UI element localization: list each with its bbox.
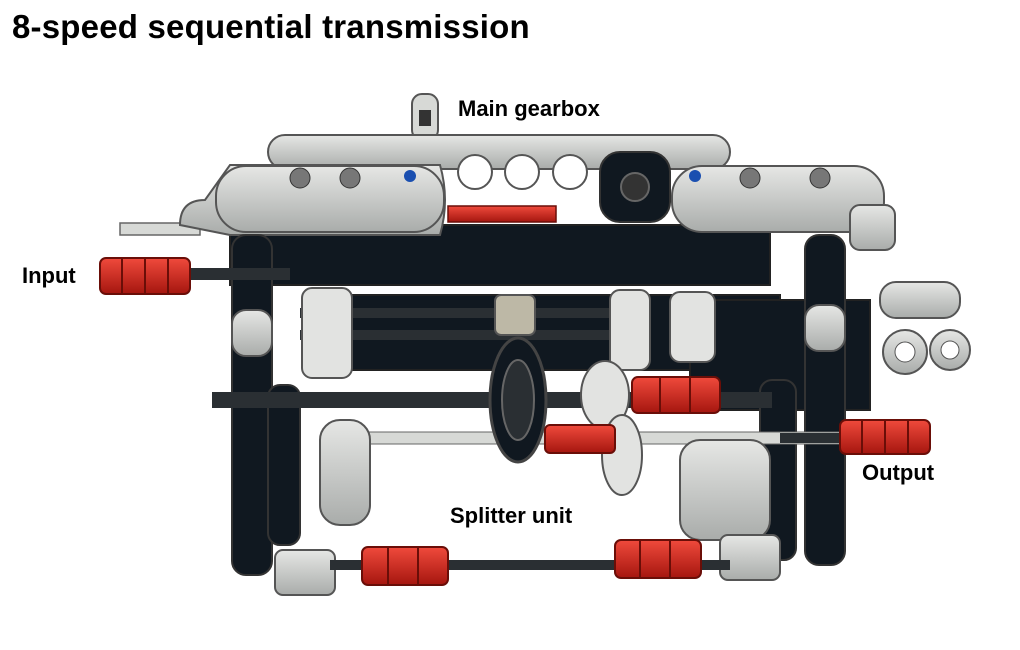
lower-frame <box>274 419 781 596</box>
shift-collar <box>494 294 536 336</box>
right-connectors <box>879 281 971 375</box>
center-coupling <box>599 151 671 223</box>
splitter-gear <box>488 336 548 464</box>
diagram-title: 8-speed sequential transmission <box>12 8 530 45</box>
middle-red-bush <box>544 376 721 454</box>
bottom-axle <box>330 539 730 586</box>
input-axle <box>99 257 290 295</box>
rear-red-bush <box>447 205 557 223</box>
upper-shaft <box>300 308 650 318</box>
splitter-unit-label: Splitter unit <box>450 503 573 528</box>
input-label: Input <box>22 263 76 288</box>
main-gearbox-label: Main gearbox <box>458 96 600 121</box>
top-axle-pin <box>411 93 439 141</box>
output-axle <box>780 419 931 455</box>
right-pillar <box>759 234 846 566</box>
output-label: Output <box>862 460 935 485</box>
top-right-beam <box>671 165 896 251</box>
upper-shaft-2 <box>300 330 650 340</box>
top-left-beam <box>178 164 446 236</box>
gear-stack-upper <box>301 287 716 379</box>
